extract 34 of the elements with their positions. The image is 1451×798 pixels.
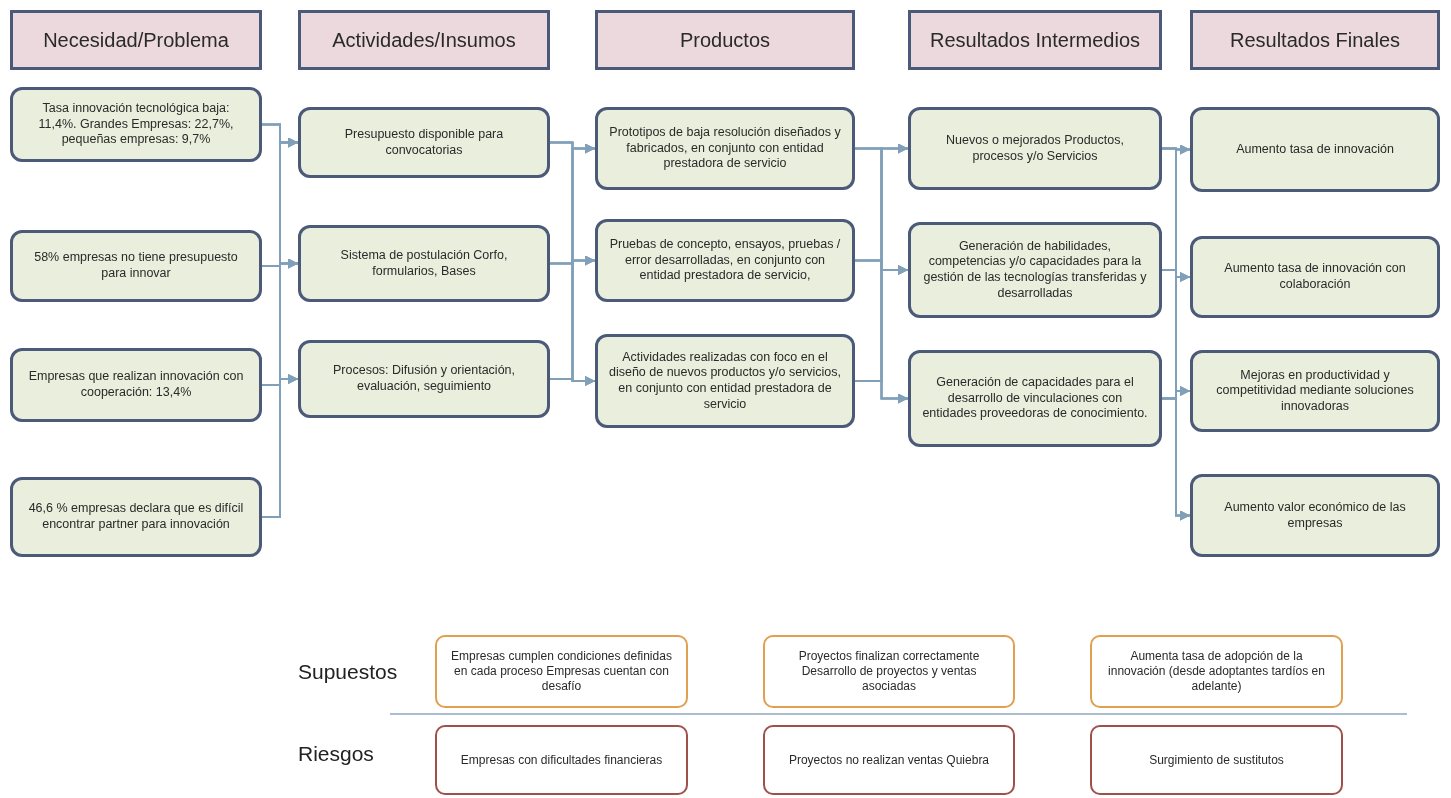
connector-arrow <box>854 380 909 404</box>
process-box: Aumento tasa de innovación con colaboración <box>1190 236 1440 318</box>
process-box: Tasa innovación tecnológica baja: 11,4%. Grandes Empresas: 22,7%, pequeñas empresas: 9,7% <box>10 87 262 162</box>
connector-arrow <box>261 374 299 518</box>
process-box: Actividades realizadas con foco en el diseño de nuevos productos y/o servicios, en conjunto con entidad prestadora de servicio <box>595 334 855 428</box>
row-label: Riesgos <box>298 742 374 766</box>
process-box: Generación de habilidades, competencias y/o capacidades para la gestión de las tecnologías transferidas y desarrolladas <box>908 222 1162 318</box>
column-header: Resultados Finales <box>1190 10 1440 70</box>
connector-arrow <box>1161 397 1191 521</box>
process-box: Generación de capacidades para el desarrollo de vinculaciones con entidades proveedoras de conocimiento. <box>908 350 1162 447</box>
assumption-box: Proyectos finalizan correctamente Desarrollo de proyectos y ventas asociadas <box>763 635 1015 708</box>
process-box: Sistema de postulación Corfo, formularios, Bases <box>298 225 550 302</box>
process-box: Presupuesto disponible para convocatorias <box>298 107 550 178</box>
assumption-box: Aumenta tasa de adopción de la innovación (desde adoptantes tardíos en adelante) <box>1090 635 1343 708</box>
process-box: Aumento tasa de innovación <box>1190 107 1440 192</box>
risk-box: Proyectos no realizan ventas Quiebra <box>763 725 1015 795</box>
risk-box: Empresas con dificultades financieras <box>435 725 688 795</box>
process-box: Pruebas de concepto, ensayos, pruebas / error desarrolladas, en conjunto con entidad prestadora de servicio, <box>595 219 855 302</box>
process-box: Procesos: Difusión y orientación, evaluación, seguimiento <box>298 340 550 418</box>
process-box: Nuevos o mejorados Productos, procesos y/o Servicios <box>908 107 1162 190</box>
column-header: Resultados Intermedios <box>908 10 1162 70</box>
process-box: Mejoras en productividad y competitividad mediante soluciones innovadoras <box>1190 350 1440 432</box>
column-header: Actividades/Insumos <box>298 10 550 70</box>
risk-box: Surgimiento de sustitutos <box>1090 725 1343 795</box>
connector-arrow <box>549 376 596 386</box>
process-box: Prototipos de baja resolución diseñados y fabricados, en conjunto con entidad prestadora de servicio <box>595 107 855 190</box>
column-header: Productos <box>595 10 855 70</box>
assumption-box: Empresas cumplen condiciones definidas en cada proceso Empresas cuentan con desafío <box>435 635 688 708</box>
process-box: 58% empresas no tiene presupuesto para innovar <box>10 230 262 302</box>
process-box: Aumento valor económico de las empresas <box>1190 474 1440 557</box>
column-header: Necesidad/Problema <box>10 10 262 70</box>
process-box: Empresas que realizan innovación con cooperación: 13,4% <box>10 348 262 422</box>
row-label: Supuestos <box>298 660 398 684</box>
process-box: 46,6 % empresas declara que es difícil encontrar partner para innovación <box>10 477 262 557</box>
